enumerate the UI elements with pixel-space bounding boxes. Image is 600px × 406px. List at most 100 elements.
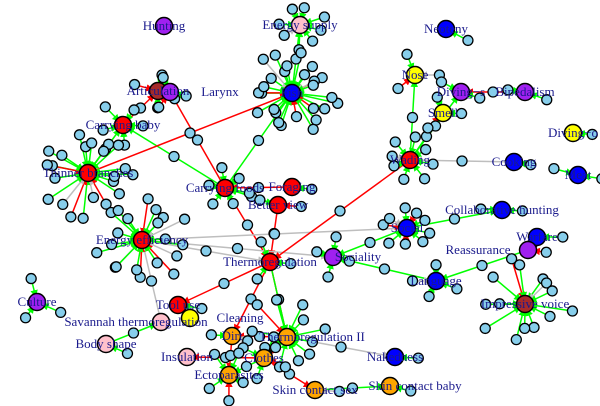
leaf-node[interactable] [153,101,165,113]
leaf-node[interactable] [297,314,310,326]
node-meat[interactable] [568,165,588,185]
leaf-node[interactable] [85,137,98,149]
node-social[interactable] [397,218,417,238]
leaf-node[interactable] [306,183,318,195]
leaf-node[interactable] [424,227,436,239]
leaf-node[interactable] [392,82,404,95]
leaf-node[interactable] [121,347,134,360]
intermediate-node[interactable] [168,150,180,163]
intermediate-node[interactable] [231,242,244,255]
leaf-node[interactable] [383,212,396,225]
leaf-node[interactable] [389,136,401,148]
leaf-node[interactable] [177,239,189,251]
leaf-node[interactable] [525,159,537,171]
node-body-shape[interactable] [96,334,116,354]
leaf-node[interactable] [307,79,319,91]
leaf-node[interactable] [233,347,245,359]
leaf-node[interactable] [233,172,245,185]
leaf-node[interactable] [268,103,280,116]
node-foraging[interactable] [282,177,302,197]
node-ectoparasites[interactable] [219,365,239,385]
leaf-node[interactable] [279,361,292,373]
leaf-node[interactable] [423,290,435,303]
leaf-node[interactable] [105,238,118,251]
node-clothes[interactable] [254,348,274,368]
leaf-node[interactable] [246,325,258,337]
node-larynx[interactable] [160,82,180,102]
leaf-node[interactable] [410,207,423,219]
leaf-node[interactable] [56,149,68,161]
leaf-node[interactable] [409,131,421,143]
intermediate-node[interactable] [335,341,347,353]
node-sociality[interactable] [323,247,343,267]
leaf-node[interactable] [265,72,277,85]
leaf-node[interactable] [326,91,338,104]
leaf-node[interactable] [544,310,556,323]
leaf-node[interactable] [227,197,239,210]
leaf-node[interactable] [315,24,327,36]
leaf-node[interactable] [257,53,269,65]
node-energy-efficiency[interactable] [132,230,152,250]
leaf-node[interactable] [278,29,290,41]
leaf-node[interactable] [475,203,487,215]
leaf-node[interactable] [586,128,598,141]
leaf-node[interactable] [42,193,54,205]
leaf-node[interactable] [435,76,448,88]
intermediate-node[interactable] [334,205,346,217]
leaf-node[interactable] [487,271,499,283]
leaf-node[interactable] [405,385,417,397]
leaf-node[interactable] [398,173,410,186]
leaf-node[interactable] [298,2,310,14]
leaf-node[interactable] [474,92,486,104]
leaf-node[interactable] [310,114,322,126]
leaf-node[interactable] [417,236,429,248]
leaf-node[interactable] [273,18,285,30]
intermediate-node[interactable] [406,111,419,124]
leaf-node[interactable] [65,211,77,223]
leaf-node[interactable] [406,275,419,287]
leaf-node[interactable] [25,272,37,285]
node-neoteny[interactable] [436,19,456,39]
leaf-node[interactable] [502,84,514,96]
node-language[interactable] [426,271,446,291]
node-skin-contact-sex[interactable] [305,380,325,400]
intermediate-node[interactable] [241,219,254,231]
node-collab-hunting[interactable] [492,200,512,220]
leaf-node[interactable] [270,294,283,306]
leaf-node[interactable] [306,35,319,47]
leaf-node[interactable] [208,348,221,361]
leaf-node[interactable] [251,372,263,385]
leaf-node[interactable] [251,299,263,311]
intermediate-node[interactable] [476,259,488,272]
leaf-node[interactable] [513,259,526,271]
leaf-node[interactable] [386,150,398,162]
leaf-node[interactable] [412,352,424,364]
leaf-node[interactable] [113,188,125,200]
leaf-node[interactable] [306,336,319,348]
intermediate-node[interactable] [218,277,230,290]
leaf-node[interactable] [159,233,171,245]
leaf-node[interactable] [330,231,342,243]
intermediate-node[interactable] [268,228,281,240]
leaf-node[interactable] [295,47,307,59]
intermediate-node[interactable] [127,327,140,339]
intermediate-node[interactable] [487,86,499,98]
leaf-node[interactable] [480,298,492,310]
leaf-node[interactable] [108,170,121,183]
leaf-node[interactable] [548,162,560,175]
leaf-node[interactable] [596,173,600,185]
leaf-node[interactable] [419,214,431,227]
leaf-node[interactable] [57,198,69,211]
leaf-node[interactable] [493,298,506,310]
leaf-node[interactable] [420,143,432,156]
leaf-node[interactable] [255,236,267,248]
leaf-node[interactable] [100,198,112,210]
leaf-node[interactable] [307,102,320,115]
leaf-node[interactable] [269,49,281,61]
leaf-node[interactable] [128,104,140,116]
leaf-node[interactable] [462,34,474,47]
node-thinner-branches[interactable] [78,163,98,183]
intermediate-node[interactable] [378,263,391,275]
leaf-node[interactable] [112,139,125,151]
node-hunting[interactable] [154,16,174,36]
